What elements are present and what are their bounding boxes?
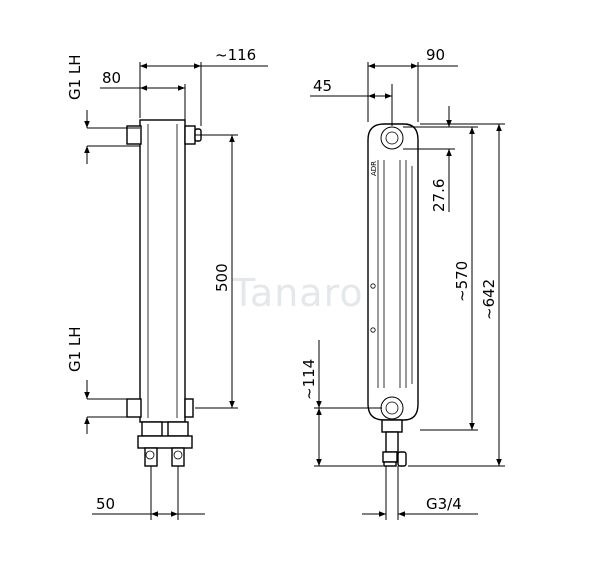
dim-500-label: 500	[213, 263, 231, 292]
front-valve-body	[385, 431, 399, 453]
watermark-text: Tanaro	[231, 271, 364, 315]
side-bottom-pipe-stub	[126, 398, 142, 418]
front-view: ADR 90 45 27.6 ~570	[300, 46, 505, 520]
dim-45-label: 45	[313, 77, 332, 95]
dim-80-label: 80	[102, 69, 121, 87]
dim-90-label: 90	[426, 46, 445, 64]
dim-570-label: ~570	[453, 261, 471, 302]
dim-114-label: ~114	[300, 359, 318, 400]
dim-27-label: 27.6	[430, 179, 448, 212]
front-radiator-panel	[367, 123, 419, 421]
side-top-pipe-stub	[126, 125, 142, 145]
adr-label: ADR	[370, 161, 378, 176]
thread-bottom-label: G1 LH	[66, 326, 84, 372]
dim-642-label: ~642	[480, 279, 498, 320]
side-view: ~116 80 G1 LH G1 LH 500 50	[66, 46, 268, 520]
dim-50-label: 50	[96, 495, 115, 513]
side-radiator-body	[139, 119, 186, 423]
thread-g34-label: G3/4	[426, 495, 462, 513]
dim-116-label: ~116	[215, 46, 256, 64]
thread-top-label: G1 LH	[66, 54, 84, 100]
